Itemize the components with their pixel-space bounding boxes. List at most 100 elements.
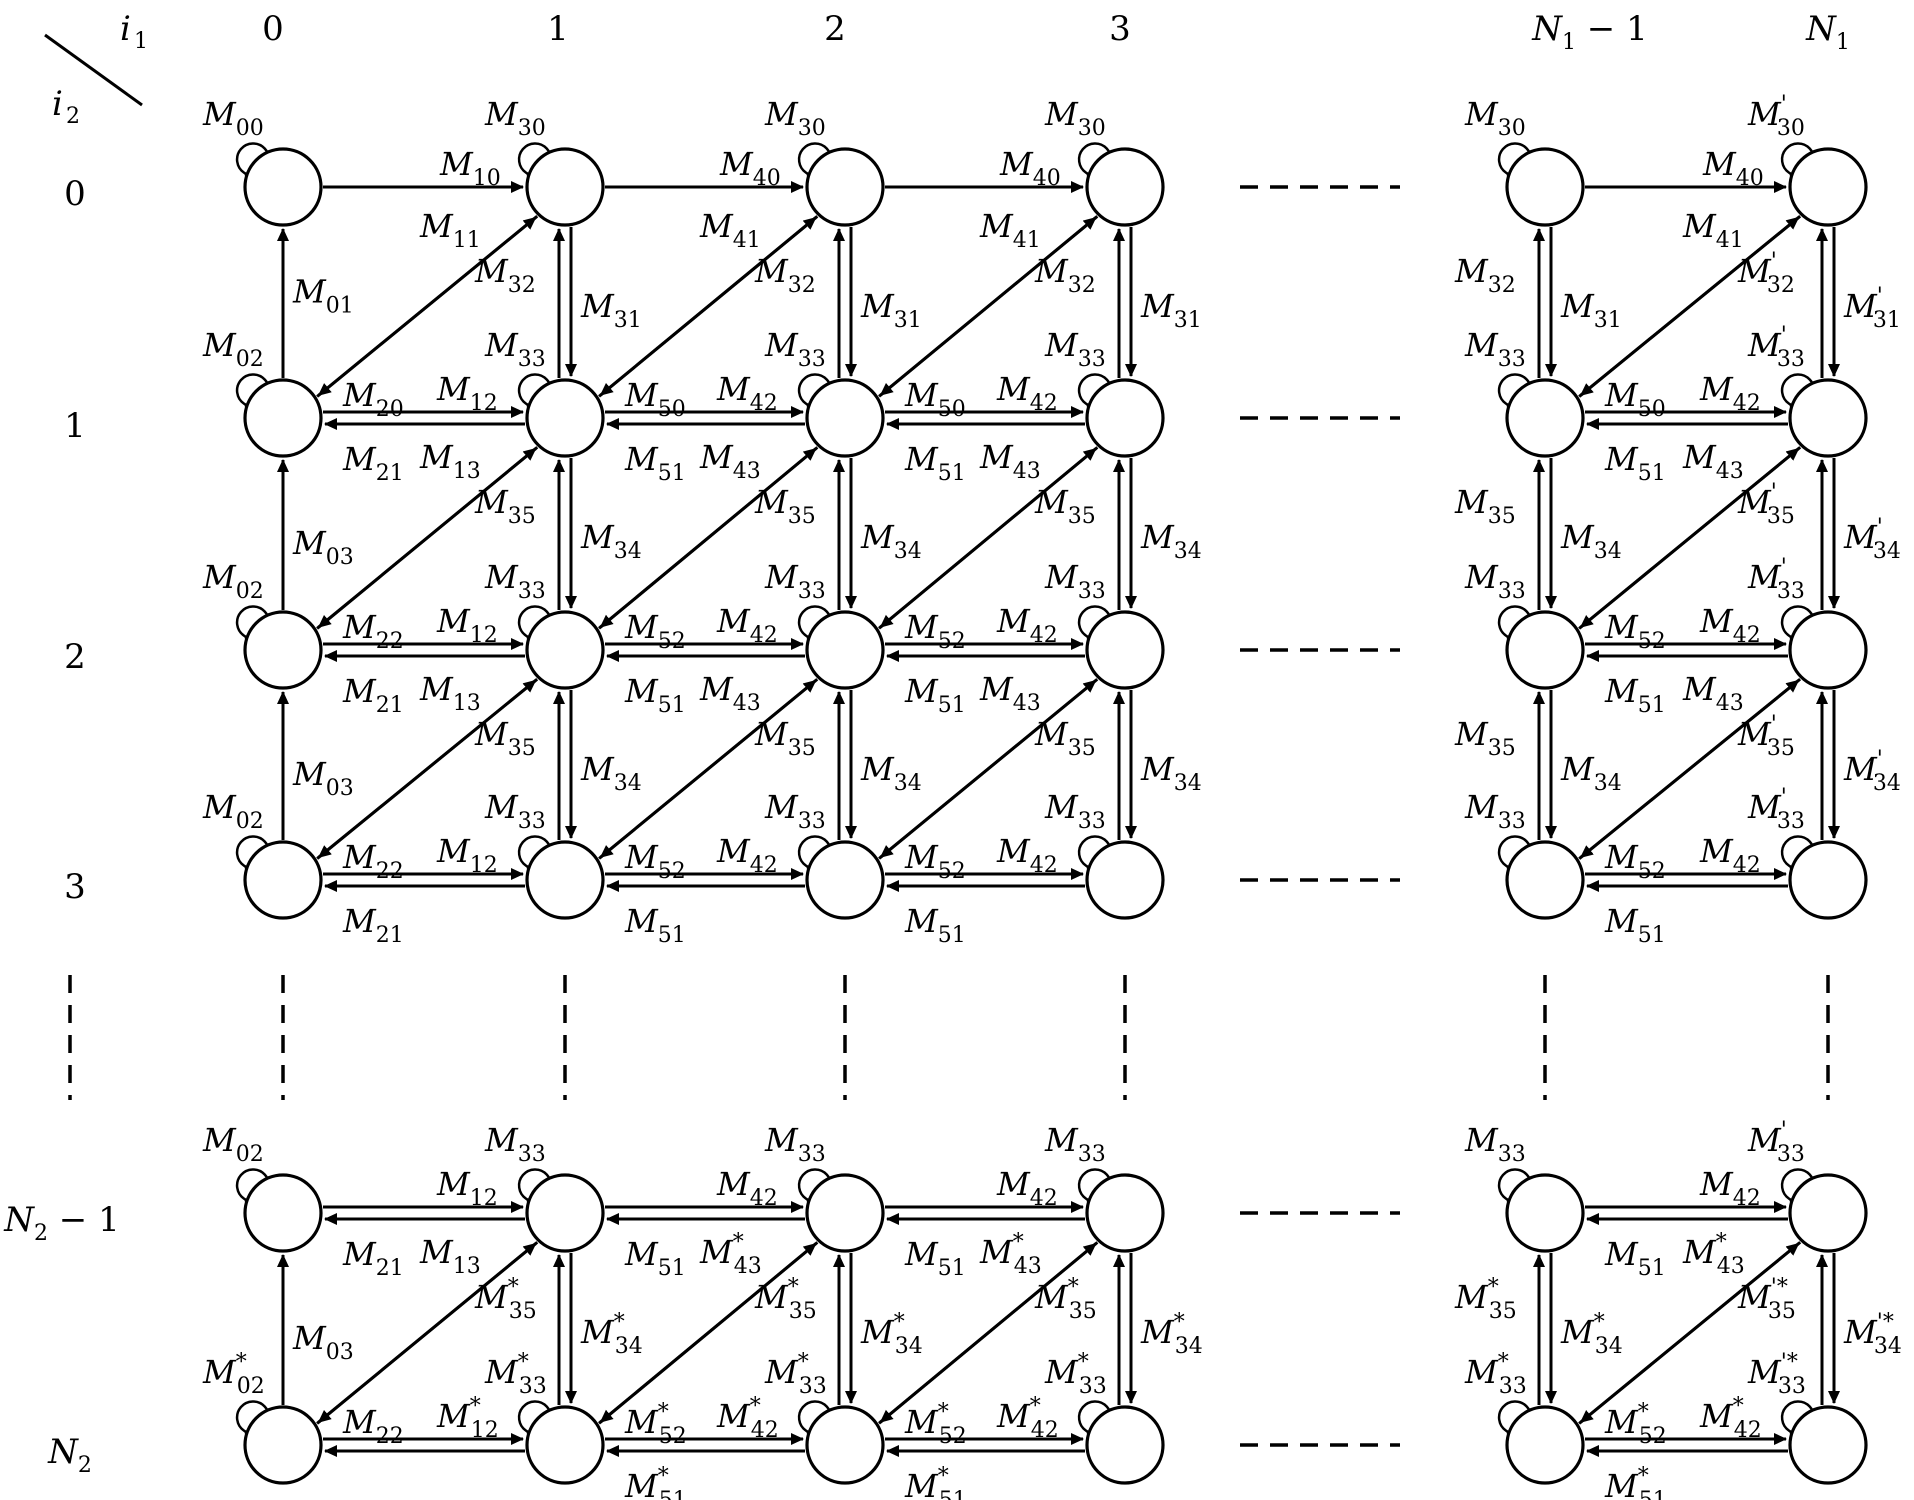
diagonal-down-label: M52 bbox=[904, 608, 966, 654]
row0-right-label: M10 bbox=[439, 145, 501, 191]
vertical-up-label: M32 bbox=[1454, 252, 1516, 298]
self-loop-label: M33 bbox=[484, 558, 546, 604]
state-node bbox=[1505, 610, 1585, 690]
diagonal-up-label: M41 bbox=[699, 207, 761, 253]
horizontal-left-label: M21 bbox=[342, 1235, 404, 1281]
state-node bbox=[1788, 1405, 1868, 1485]
horizontal-left-label: M21 bbox=[342, 902, 404, 948]
self-loop-label: M*02 bbox=[202, 1350, 265, 1399]
horizontal-right-label: M42 bbox=[716, 1165, 778, 1211]
row-header: N2 − 1 bbox=[3, 1200, 120, 1246]
diagonal-down-arrow bbox=[599, 215, 819, 397]
vertical-up-label: M*35 bbox=[1034, 1275, 1097, 1324]
diagonal-down-arrow bbox=[317, 677, 539, 859]
state-node bbox=[1505, 378, 1585, 458]
vertical-up-label: M'35 bbox=[1737, 480, 1795, 529]
state-node bbox=[1505, 1405, 1585, 1485]
horizontal-left-label: M51 bbox=[1604, 1235, 1666, 1281]
self-loop-label: M30 bbox=[484, 95, 546, 141]
state-node bbox=[525, 147, 605, 227]
horizontal-left-label: M21 bbox=[342, 672, 404, 718]
self-loop-label: M33 bbox=[484, 1121, 546, 1167]
diagonal-up-label: M43 bbox=[1682, 670, 1744, 716]
state-node bbox=[1505, 147, 1585, 227]
diagonal-up-label: M*43 bbox=[1682, 1230, 1745, 1279]
self-loop-label: M*33 bbox=[764, 1350, 827, 1399]
vertical-down-label: M*34 bbox=[1560, 1310, 1623, 1359]
horizontal-right-label: M42 bbox=[1699, 1165, 1761, 1211]
state-node bbox=[1085, 147, 1165, 227]
diagonal-down-label: M50 bbox=[624, 376, 686, 422]
vertical-down-label: M'*34 bbox=[1843, 1310, 1902, 1359]
horizontal-left-label: M51 bbox=[1604, 440, 1666, 486]
state-node bbox=[243, 147, 323, 227]
vertical-up-label: M32 bbox=[1034, 252, 1096, 298]
diagonal-up-label: M43 bbox=[699, 670, 761, 716]
diagonal-down-label: M52 bbox=[1604, 608, 1666, 654]
self-loop-label: M33 bbox=[1044, 326, 1106, 372]
diagonal-down-arrow bbox=[599, 678, 819, 859]
vertical-up-label: M35 bbox=[1454, 483, 1516, 529]
state-node bbox=[1788, 610, 1868, 690]
vertical-down-label: M'34 bbox=[1843, 515, 1901, 564]
state-node bbox=[1788, 378, 1868, 458]
diagonal-down-label: M22 bbox=[342, 1403, 404, 1449]
vertical-down-label: M34 bbox=[860, 750, 922, 796]
self-loop-label: M*33 bbox=[1464, 1350, 1527, 1399]
diagonal-down-label: M50 bbox=[1604, 376, 1666, 422]
state-node bbox=[805, 147, 885, 227]
state-node bbox=[1085, 1405, 1165, 1485]
self-loop-label: M'33 bbox=[1747, 1118, 1805, 1167]
state-node bbox=[525, 840, 605, 920]
vertical-down-label: M34 bbox=[1560, 750, 1622, 796]
diagonal-down-label: M22 bbox=[342, 838, 404, 884]
diagonal-down-arrow bbox=[879, 1241, 1099, 1424]
state-node bbox=[1788, 840, 1868, 920]
self-loop-label: M33 bbox=[484, 788, 546, 834]
row0-right-label: M40 bbox=[719, 145, 781, 191]
row0-right-label: M40 bbox=[1702, 145, 1764, 191]
state-node bbox=[243, 378, 323, 458]
vertical-up-label: M35 bbox=[1034, 483, 1096, 529]
self-loop-label: M02 bbox=[202, 326, 264, 372]
self-loop-label: M*33 bbox=[1044, 1350, 1107, 1399]
self-loop-label: M33 bbox=[1464, 558, 1526, 604]
self-loop-label: M33 bbox=[484, 326, 546, 372]
diagonal-down-arrow bbox=[1579, 1241, 1802, 1424]
self-loop-label: M'33 bbox=[1747, 555, 1805, 604]
vertical-up-label: M'35 bbox=[1737, 712, 1795, 761]
horizontal-right-label: M12 bbox=[436, 1165, 498, 1211]
vertical-down-label: M*34 bbox=[860, 1310, 923, 1359]
horizontal-left-label: M51 bbox=[624, 440, 686, 486]
self-loop-label: M02 bbox=[202, 1121, 264, 1167]
row-header: 1 bbox=[64, 406, 86, 446]
corner-row-var: i bbox=[52, 84, 63, 124]
diagonal-up-label: M41 bbox=[1682, 207, 1744, 253]
self-loop-label: M'33 bbox=[1747, 785, 1805, 834]
diagonal-down-arrow bbox=[879, 215, 1099, 397]
vertical-down-label: M31 bbox=[580, 287, 642, 333]
state-node bbox=[525, 378, 605, 458]
horizontal-left-label: M51 bbox=[904, 902, 966, 948]
diagonal-down-arrow bbox=[879, 446, 1099, 629]
row-header: 0 bbox=[64, 174, 86, 214]
nodes-layer bbox=[243, 147, 1868, 1485]
horizontal-left-label: M51 bbox=[904, 672, 966, 718]
state-node bbox=[243, 840, 323, 920]
row-header: N2 bbox=[47, 1432, 92, 1478]
row-header: 2 bbox=[64, 637, 86, 677]
column-header: 0 bbox=[262, 9, 284, 49]
vertical-label: M01 bbox=[292, 273, 354, 319]
diagonal-up-label: M43 bbox=[699, 438, 761, 484]
diagonal-down-label: M52 bbox=[624, 838, 686, 884]
column-header: 2 bbox=[824, 9, 846, 49]
state-node bbox=[243, 1173, 323, 1253]
column-header: N1 bbox=[1805, 9, 1850, 55]
diagonal-down-label: M*52 bbox=[904, 1400, 967, 1449]
column-header: 1 bbox=[547, 9, 569, 49]
self-loop-label: M33 bbox=[1044, 1121, 1106, 1167]
self-loop-label: M02 bbox=[202, 558, 264, 604]
vertical-down-label: M34 bbox=[1560, 518, 1622, 564]
